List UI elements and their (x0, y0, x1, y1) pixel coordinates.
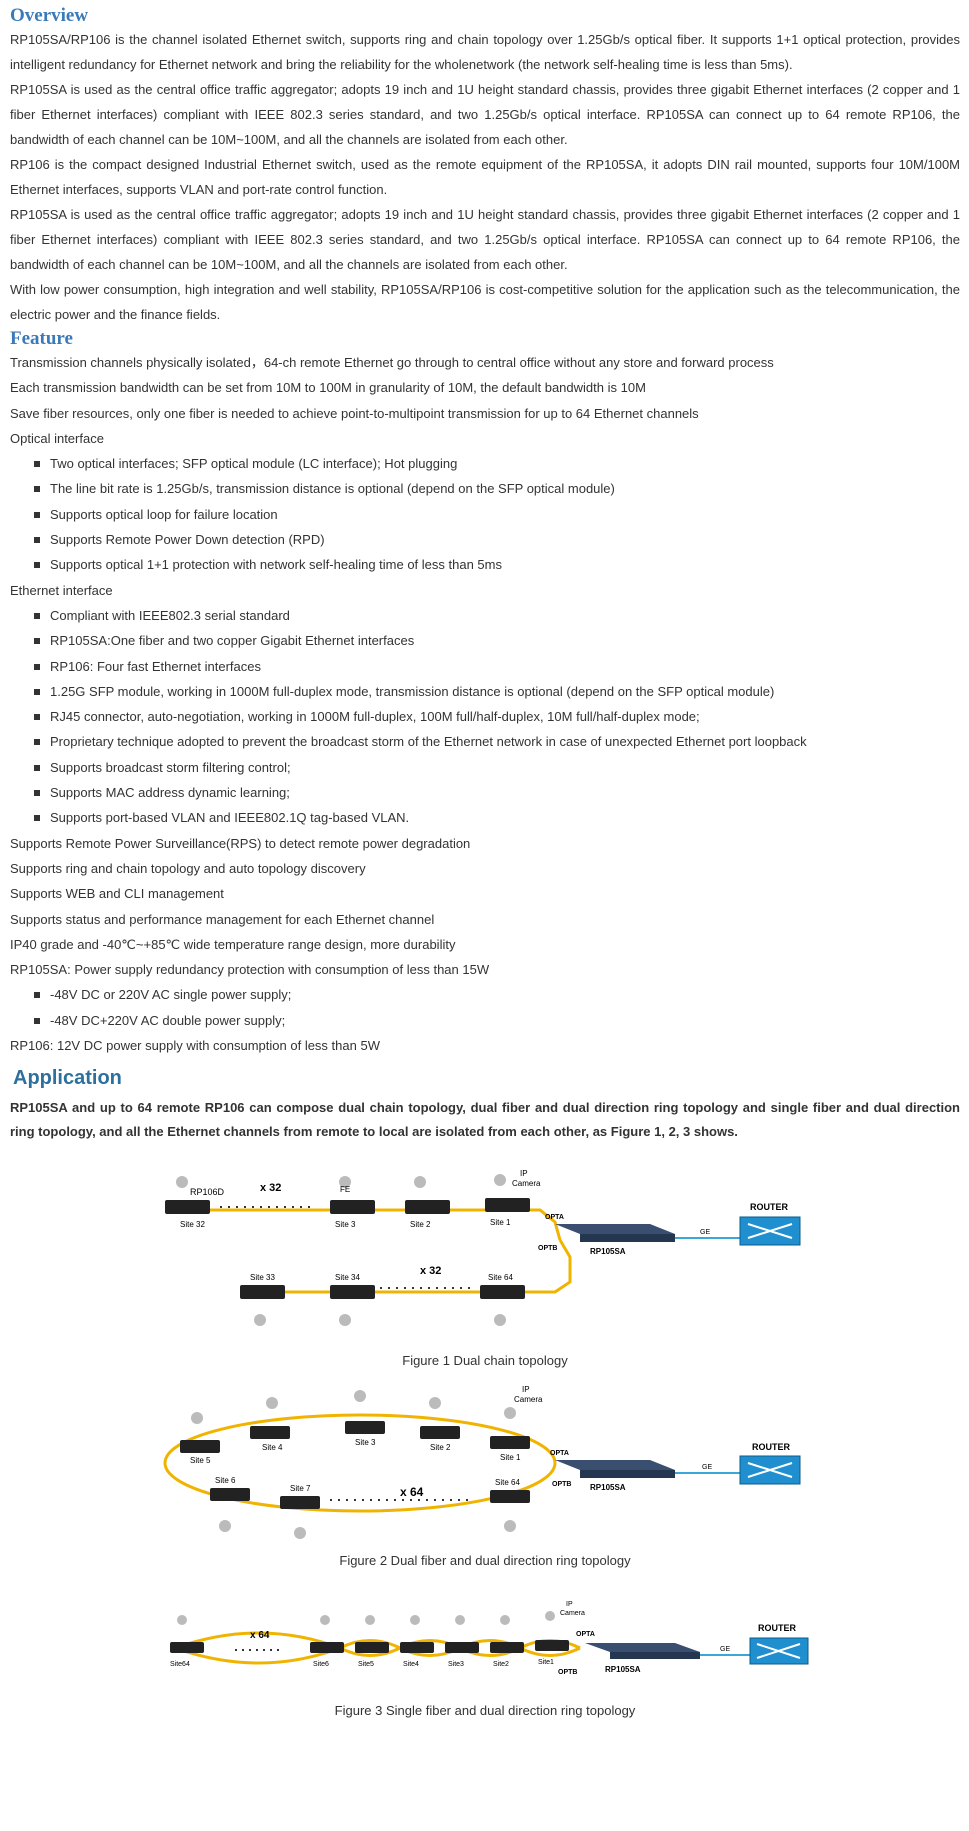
feature-line: Supports status and performance manageme… (10, 911, 435, 927)
feature-line: Transmission channels physically isolate… (10, 355, 774, 370)
overview-paragraph: RP105SA/RP106 is the channel isolated Et… (10, 32, 960, 72)
fe-label: FE (340, 1185, 350, 1194)
list-item: -48V DC+220V AC double power supply; (10, 1008, 960, 1033)
list-item: RP105SA:One fiber and two copper Gigabit… (10, 628, 960, 653)
list-item: Supports optical 1+1 protection with net… (10, 552, 960, 577)
list-item: The line bit rate is 1.25Gb/s, transmiss… (10, 476, 960, 501)
figure-3: x 64 Site64 Site6 Site5 Site4 Site3 Site… (10, 1588, 960, 1718)
optb-label: OPTB (538, 1245, 557, 1252)
list-item: 1.25G SFP module, working in 1000M full-… (10, 679, 960, 704)
list-item: -48V DC or 220V AC single power supply; (10, 982, 960, 1007)
overview-title: Overview (10, 5, 89, 26)
dual-chain-diagram: RP106D x 32 x 32 FE IP Camera Site 32 Si… (165, 1169, 801, 1327)
ge-label: GE (702, 1464, 712, 1471)
list-item: Two optical interfaces; SFP optical modu… (10, 451, 960, 476)
dual-ring-diagram: x 64 Site 5 Site 4 Site 3 Site 2 Site 1 … (163, 1385, 801, 1540)
site-label: Site 32 (180, 1220, 205, 1229)
site-label: Site 1 (490, 1218, 511, 1227)
overview-paragraph: RP105SA is used as the central office tr… (10, 82, 960, 147)
application-text: RP105SA and up to 64 remote RP106 can co… (10, 1100, 960, 1140)
list-item: Supports port-based VLAN and IEEE802.1Q … (10, 805, 960, 830)
site-label: Site 3 (335, 1220, 356, 1229)
multiplier-label: x 32 (260, 1182, 281, 1194)
central-label: RP105SA (590, 1483, 626, 1492)
site-label: Site 33 (250, 1273, 275, 1282)
site-label: Site 2 (410, 1220, 431, 1229)
overview-paragraph: RP106 is the compact designed Industrial… (10, 157, 960, 197)
site-label: Site 2 (430, 1443, 451, 1452)
optical-heading: Optical interface (10, 430, 104, 446)
site-label: Site5 (358, 1661, 374, 1668)
site-label: Site 34 (335, 1273, 360, 1282)
router-label: ROUTER (752, 1442, 791, 1452)
list-item: RP106: Four fast Ethernet interfaces (10, 654, 960, 679)
ge-label: GE (720, 1646, 730, 1653)
list-item: Supports MAC address dynamic learning; (10, 780, 960, 805)
site-label: Site 3 (355, 1438, 376, 1447)
ge-label: GE (700, 1229, 710, 1236)
site-label: Site 6 (215, 1476, 236, 1485)
site-label: Site2 (493, 1661, 509, 1668)
list-item: Compliant with IEEE802.3 serial standard (10, 603, 960, 628)
router-label: ROUTER (758, 1623, 797, 1633)
site-label: Site64 (170, 1661, 190, 1668)
site-label: Site 64 (495, 1478, 520, 1487)
central-label: RP105SA (590, 1247, 626, 1256)
site-label: Site6 (313, 1661, 329, 1668)
overview-paragraph: RP105SA is used as the central office tr… (10, 207, 960, 272)
optical-list: Two optical interfaces; SFP optical modu… (10, 451, 960, 577)
ethernet-list: Compliant with IEEE802.3 serial standard… (10, 603, 960, 831)
opta-label: OPTA (576, 1631, 595, 1638)
feature-line: Supports ring and chain topology and aut… (10, 860, 366, 876)
site-label: Site 4 (262, 1443, 283, 1452)
optb-label: OPTB (558, 1669, 577, 1676)
figure-1: RP106D x 32 x 32 FE IP Camera Site 32 Si… (10, 1162, 960, 1368)
ipcam-label: Camera (514, 1395, 543, 1404)
ipcam-label: Camera (560, 1610, 585, 1617)
multiplier-label: x 32 (420, 1265, 441, 1277)
central-label: RP105SA (605, 1665, 641, 1674)
page: Overview RP105SA/RP106 is the channel is… (10, 0, 960, 1718)
application-title: Application (13, 1067, 122, 1090)
feature-line: Supports Remote Power Surveillance(RPS) … (10, 835, 471, 851)
feature-line: RP106: 12V DC power supply with consumpt… (10, 1038, 380, 1054)
device-label: RP106D (190, 1187, 225, 1197)
site-label: Site 1 (500, 1453, 521, 1462)
site-label: Site4 (403, 1661, 419, 1668)
ipcam-label: IP (566, 1601, 573, 1608)
single-ring-diagram: x 64 Site64 Site6 Site5 Site4 Site3 Site… (170, 1601, 809, 1676)
figure-2: x 64 Site 5 Site 4 Site 3 Site 2 Site 1 … (10, 1378, 960, 1568)
figure-caption: Figure 2 Dual fiber and dual direction r… (339, 1553, 631, 1569)
site-label: Site 5 (190, 1456, 211, 1465)
feature-line: Supports WEB and CLI management (10, 886, 224, 902)
site-label: Site 7 (290, 1484, 311, 1493)
multiplier-label: x 64 (250, 1630, 270, 1641)
site-label: Site3 (448, 1661, 464, 1668)
opta-label: OPTA (545, 1214, 564, 1221)
ipcam-label: IP (522, 1385, 530, 1394)
feature-line: RP105SA: Power supply redundancy protect… (10, 962, 490, 978)
ipcam-label: Camera (512, 1179, 541, 1188)
router-label: ROUTER (750, 1202, 789, 1212)
feature-line: IP40 grade and -40℃~+85℃ wide temperatur… (10, 936, 456, 952)
feature-line: Each transmission bandwidth can be set f… (10, 380, 646, 396)
power-list: -48V DC or 220V AC single power supply; … (10, 982, 960, 1033)
figure-caption: Figure 3 Single fiber and dual direction… (334, 1703, 636, 1719)
optb-label: OPTB (552, 1481, 571, 1488)
list-item: Supports Remote Power Down detection (RP… (10, 527, 960, 552)
list-item: Supports optical loop for failure locati… (10, 502, 960, 527)
multiplier-label: x 64 (400, 1485, 424, 1499)
list-item: Proprietary technique adopted to prevent… (10, 729, 960, 754)
ethernet-heading: Ethernet interface (10, 582, 113, 598)
list-item: RJ45 connector, auto-negotiation, workin… (10, 704, 960, 729)
overview-paragraph: With low power consumption, high integra… (10, 282, 960, 322)
site-label: Site 64 (488, 1273, 513, 1282)
site-label: Site1 (538, 1659, 554, 1666)
figure-caption: Figure 1 Dual chain topology (402, 1353, 568, 1369)
list-item: Supports broadcast storm filtering contr… (10, 755, 960, 780)
feature-title: Feature (10, 328, 73, 349)
ipcam-label: IP (520, 1169, 528, 1178)
opta-label: OPTA (550, 1450, 569, 1457)
feature-line: Save fiber resources, only one fiber is … (10, 405, 699, 421)
